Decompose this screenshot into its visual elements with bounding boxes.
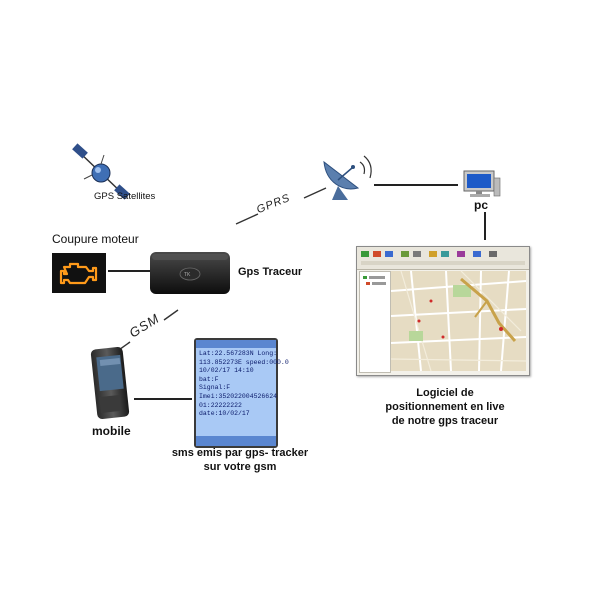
sms-caption: sms emis par gps- tracker sur votre gsm <box>140 446 340 474</box>
sms-line: 113.852273E speed:000.0 <box>199 358 289 366</box>
phone-screen-bottombar <box>196 436 276 446</box>
sms-caption-line-2: sur votre gsm <box>203 461 277 473</box>
satellite-icon <box>72 143 130 200</box>
gps-traceur-label: Gps Traceur <box>238 266 303 278</box>
gps-satellites-label: GPS Satellites <box>94 191 156 202</box>
satellite-dish-icon <box>323 155 372 200</box>
mobile-phone-icon <box>90 347 130 419</box>
sms-line: bat:F <box>199 375 219 383</box>
engine-warning-icon <box>52 253 106 293</box>
svg-text:TK: TK <box>184 272 191 278</box>
computer-monitor-icon <box>463 170 501 197</box>
phone-screen-topbar <box>196 340 276 348</box>
software-map <box>390 270 527 372</box>
software-screenshot <box>356 246 530 376</box>
sms-line: 01:22222222 <box>199 401 242 409</box>
phone-screen-body: Lat:22.567283N Long: 113.852273E speed:0… <box>196 348 289 419</box>
line-pc-to-software <box>484 212 486 240</box>
coupure-moteur-label: Coupure moteur <box>52 232 139 246</box>
gps-tracker-device-icon: TK <box>150 252 230 294</box>
line-mobile-to-sms <box>134 398 192 400</box>
line-dish-to-pc <box>374 184 458 186</box>
sms-line: Signal:F <box>199 384 231 392</box>
sms-caption-line-1: sms emis par gps- tracker <box>171 447 309 459</box>
logiciel-line-2: positionnement en live <box>385 401 505 413</box>
mobile-label: mobile <box>92 424 131 438</box>
software-tree-panel <box>359 271 391 373</box>
logiciel-line-1: Logiciel de <box>416 387 474 399</box>
sms-line: 10/02/17 14:10 <box>199 367 254 375</box>
sms-line: Imei:352022004526624 <box>199 392 278 400</box>
software-toolbar <box>357 247 529 270</box>
sms-line: Lat:22.567283N Long: <box>199 350 278 357</box>
pc-label: pc <box>474 198 489 212</box>
gprs-link <box>235 187 327 225</box>
logiciel-caption: Logiciel de positionnement en live de no… <box>350 386 540 428</box>
line-engine-to-tracker <box>108 270 150 272</box>
sms-line: date:10/02/17 <box>199 410 250 418</box>
logiciel-line-3: de notre gps traceur <box>391 415 499 427</box>
phone-screen-icon: Lat:22.567283N Long: 113.852273E speed:0… <box>194 338 289 448</box>
